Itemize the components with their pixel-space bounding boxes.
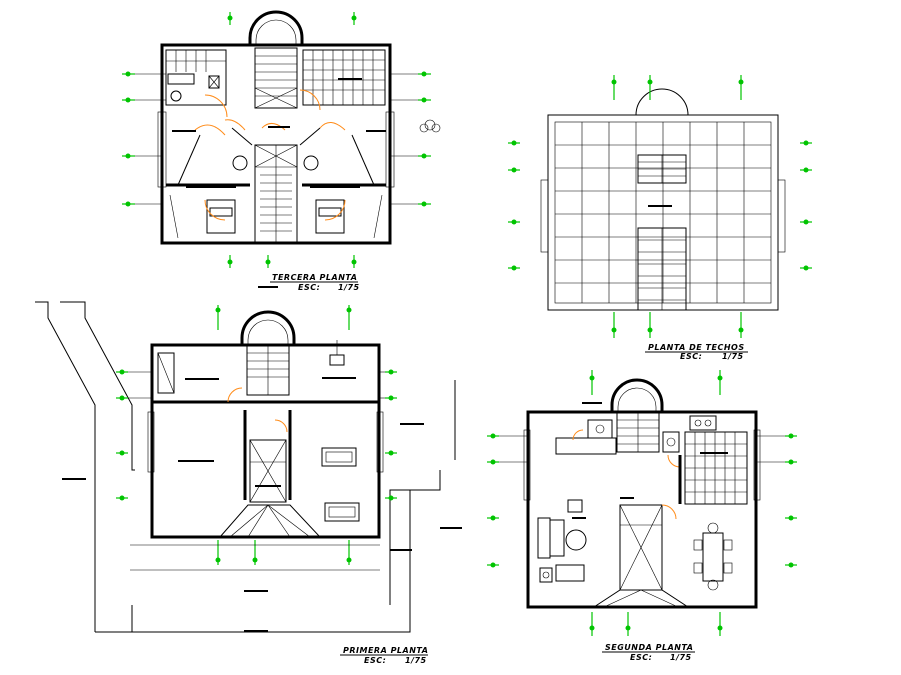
roof-grid xyxy=(555,122,771,303)
scale-value-tercera: 1/75 xyxy=(338,283,360,292)
roof-skylight-bottom xyxy=(637,227,687,311)
bedroom-right xyxy=(302,155,386,239)
stairs-central xyxy=(254,144,298,244)
scale-prefix-tercera: ESC: xyxy=(298,283,320,292)
plan-planta-de-techos: PLANTA DE TECHOS ESC: 1/75 xyxy=(508,75,812,361)
scale-value-segunda: 1/75 xyxy=(670,653,692,662)
scale-prefix-primera: ESC: xyxy=(364,656,386,665)
scale-value-techos: 1/75 xyxy=(722,352,744,361)
void-shaft-segunda xyxy=(619,504,663,591)
plan-title-primera: PRIMERA PLANTA xyxy=(343,646,428,655)
axis-markers-tercera xyxy=(122,12,431,268)
stairs-top xyxy=(254,47,298,109)
scale-prefix-segunda: ESC: xyxy=(630,653,652,662)
axis-markers-segunda xyxy=(487,370,797,636)
plan-title-segunda: SEGUNDA PLANTA xyxy=(605,643,693,652)
dining-table xyxy=(693,522,733,591)
roof-skylight-top xyxy=(637,154,687,184)
plan-title-techos: PLANTA DE TECHOS xyxy=(648,343,745,352)
plan-tercera-planta: TERCERA PLANTA ESC: 1/75 xyxy=(122,10,441,292)
plan-primera-planta: PRIMERA PLANTA ESC: 1/75 xyxy=(35,301,462,665)
plan-title-tercera: TERCERA PLANTA xyxy=(272,273,357,282)
bathroom xyxy=(165,49,227,106)
axis-markers-primera xyxy=(116,305,397,571)
kitchen-tiles xyxy=(684,415,748,505)
bedroom-left xyxy=(166,155,250,239)
stairs-primera xyxy=(246,344,290,396)
stairs-segunda xyxy=(616,411,660,453)
scale-prefix-techos: ESC: xyxy=(680,352,702,361)
scale-value-primera: 1/75 xyxy=(405,656,427,665)
void-shaft xyxy=(249,439,287,503)
plan-segunda-planta: SEGUNDA PLANTA ESC: 1/75 xyxy=(487,370,797,662)
axis-markers-techos xyxy=(508,75,812,338)
